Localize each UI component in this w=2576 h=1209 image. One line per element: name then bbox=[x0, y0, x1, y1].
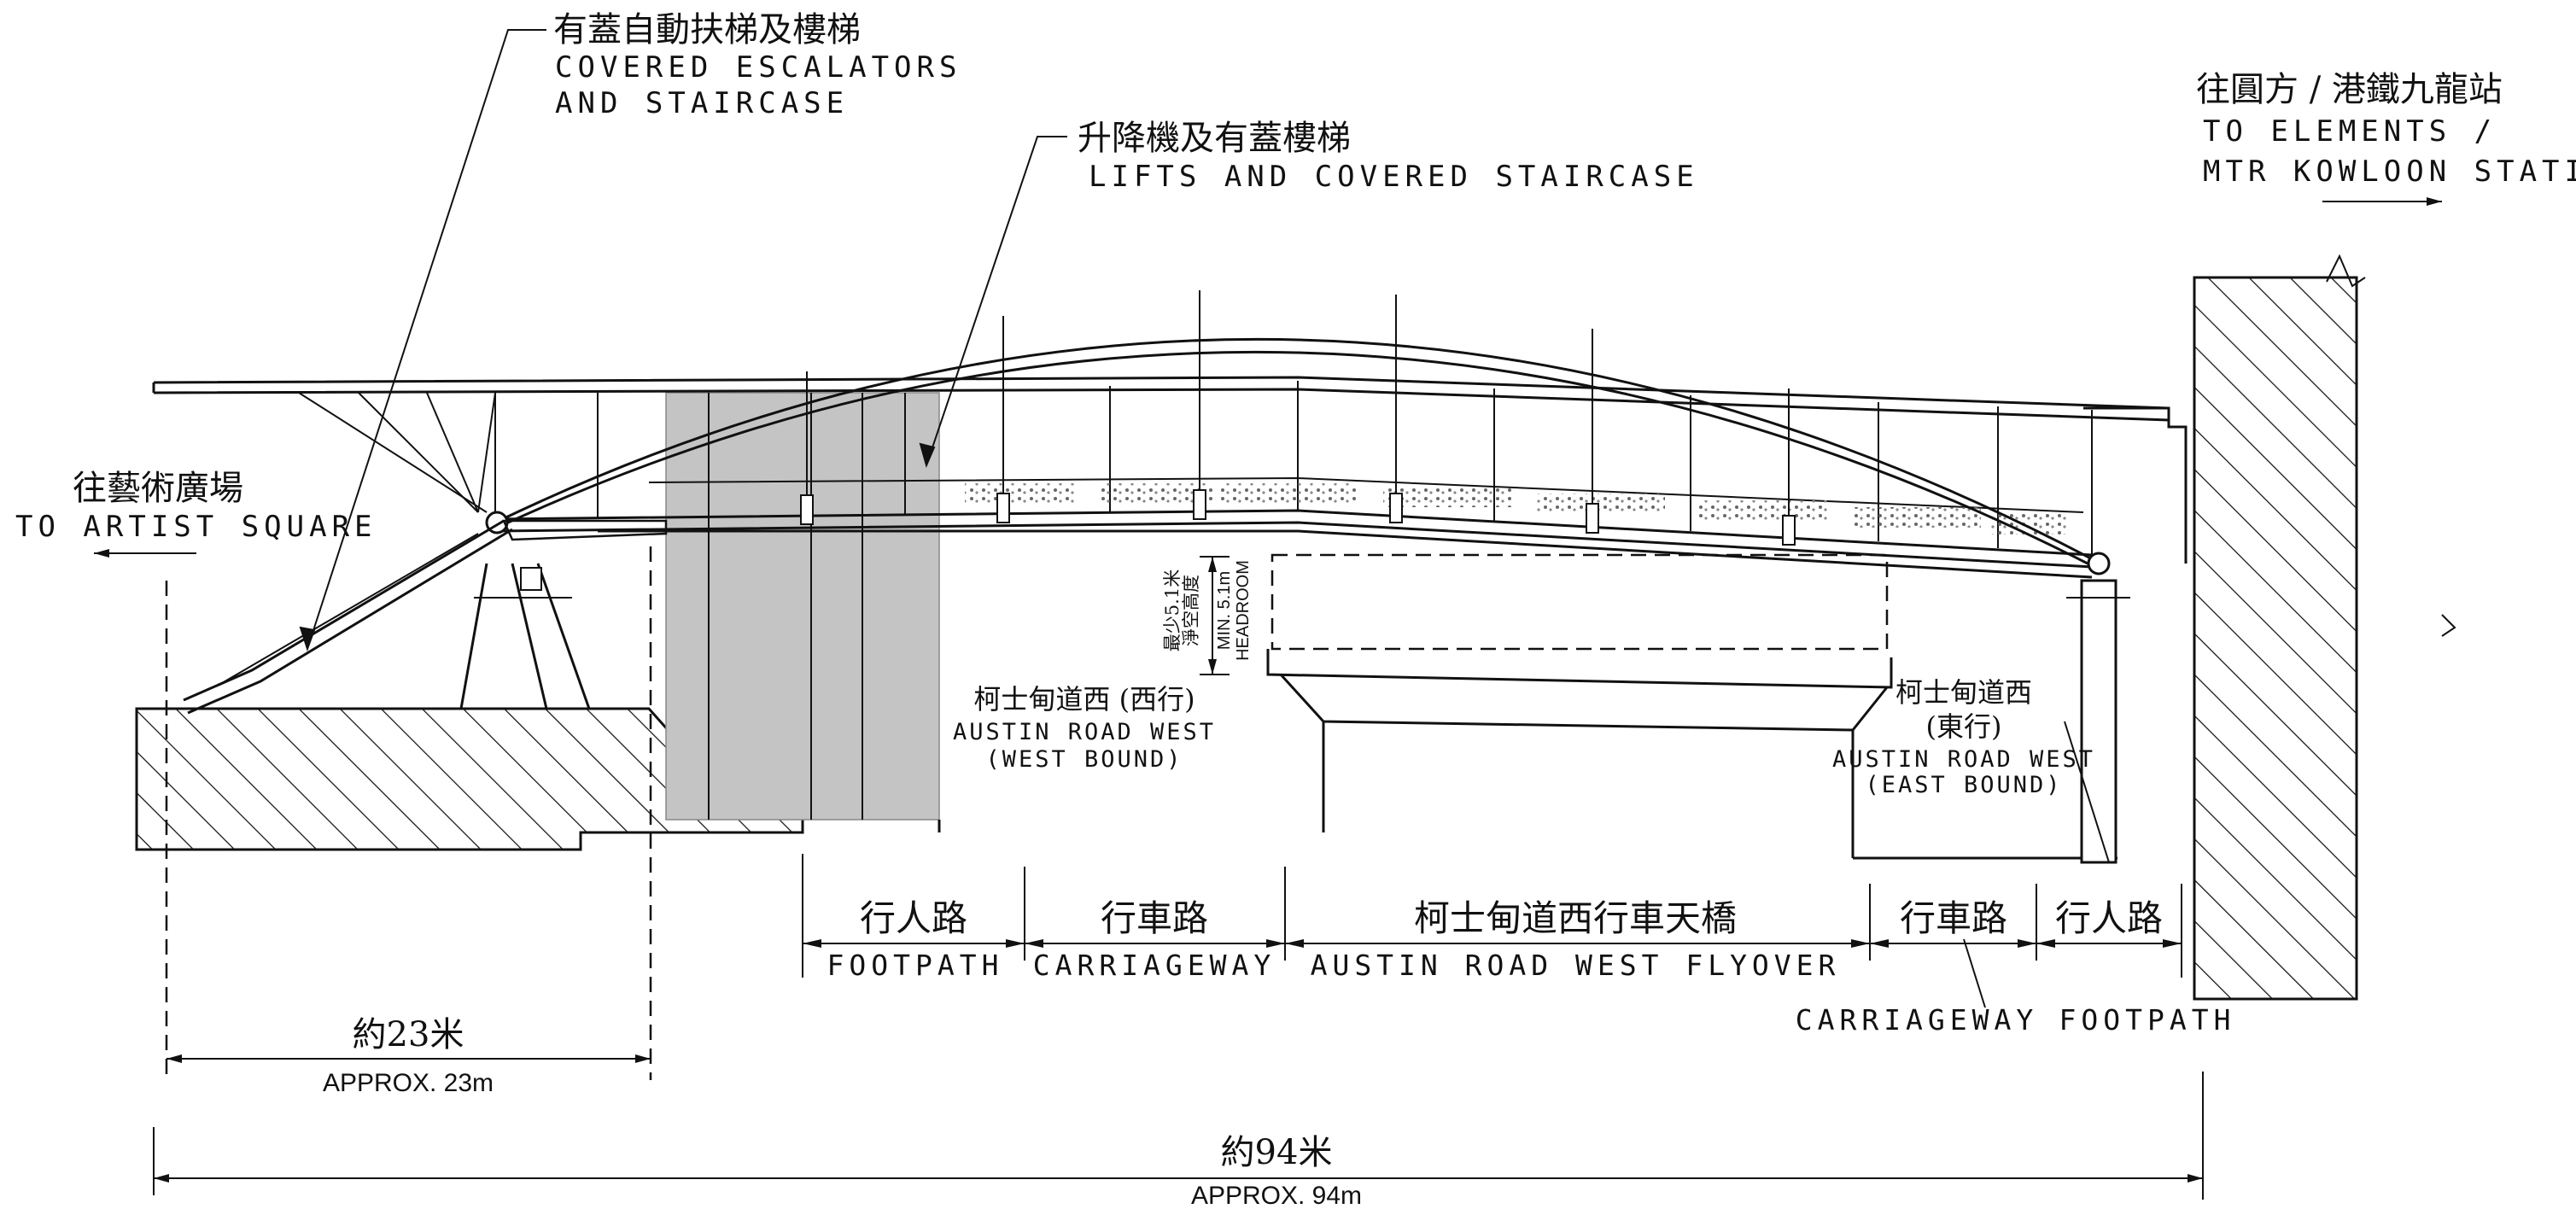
covered-escalator bbox=[183, 519, 668, 715]
eastbound-label-cn-2: (東行) bbox=[1926, 710, 2002, 743]
westbound-label-en-1: AUSTIN ROAD WEST bbox=[953, 719, 1216, 745]
dimension-94m-cn: 約94米 bbox=[1221, 1133, 1333, 1172]
lift-staircase-block bbox=[665, 392, 940, 821]
elements-label-cn: 往圓方 / 港鐵九龍站 bbox=[2196, 70, 2503, 109]
section-dimension-line bbox=[802, 854, 2182, 978]
westbound-label-cn: 柯士甸道西 (西行) bbox=[973, 683, 1195, 715]
eastbound-label-en-1: AUSTIN ROAD WEST bbox=[1832, 746, 2095, 773]
headroom-label-cn-2: 淨空高度 bbox=[1181, 575, 1201, 646]
carriageway-left-cn: 行車路 bbox=[1101, 897, 1208, 939]
escalators-label-en-1: COVERED ESCALATORS bbox=[555, 50, 961, 85]
flyover-cn: 柯士甸道西行車天橋 bbox=[1414, 897, 1737, 939]
headroom-label-en-2: HEADROOM bbox=[1234, 560, 1253, 661]
escalators-label-en-2: AND STAIRCASE bbox=[555, 86, 849, 120]
dimension-94m bbox=[153, 1072, 2204, 1200]
artist-square-label-en: TO ARTIST SQUARE bbox=[15, 510, 377, 544]
elements-label-en-1: TO ELEMENTS / bbox=[2203, 114, 2497, 149]
leader-lines bbox=[299, 29, 2110, 1008]
escalators-label-cn: 有蓋自動扶梯及樓梯 bbox=[553, 10, 861, 50]
elements-label-en-2: MTR KOWLOON STATION bbox=[2203, 155, 2576, 189]
headroom-label-en-1: MIN. 5.1m bbox=[1215, 571, 1234, 650]
headroom-label-cn-1: 最少5.1米 bbox=[1162, 569, 1183, 651]
dimension-23m-cn: 約23米 bbox=[353, 1015, 464, 1054]
flyover-structure bbox=[938, 553, 2117, 860]
eastbound-label-en-2: (EAST BOUND) bbox=[1865, 772, 2062, 798]
westbound-label-en-2: (WEST BOUND) bbox=[985, 746, 1183, 773]
footpath-right-cn: 行人路 bbox=[2055, 897, 2163, 939]
carriageway-left-en: CARRIAGEWAY bbox=[1033, 949, 1276, 982]
carriageway-right-cn: 行車路 bbox=[1900, 897, 2007, 939]
bridge-arch bbox=[485, 337, 2111, 575]
lifts-label-cn: 升降機及有蓋樓梯 bbox=[1078, 119, 1351, 158]
lifts-label-en: LIFTS AND COVERED STAIRCASE bbox=[1089, 160, 1699, 194]
right-retaining-wall bbox=[2193, 254, 2456, 1001]
headroom-dimension bbox=[1200, 556, 1230, 675]
flyover-en: AUSTIN ROAD WEST FLYOVER bbox=[1311, 949, 1841, 982]
arch-hangers bbox=[800, 290, 1796, 546]
dimension-94m-en: APPROX. 94m bbox=[1191, 1182, 1362, 1209]
eastbound-label-cn-1: 柯士甸道西 bbox=[1895, 676, 2032, 709]
right-pier bbox=[2066, 579, 2130, 864]
deck-planters bbox=[965, 483, 2066, 534]
carriageway-right-en: CARRIAGEWAY bbox=[1796, 1003, 2039, 1037]
footpath-left-en: FOOTPATH bbox=[827, 949, 1004, 982]
dimension-23m-en: APPROX. 23m bbox=[323, 1069, 494, 1097]
footpath-right-en: FOOTPATH bbox=[2059, 1003, 2236, 1037]
artist-square-label-cn: 往藝術廣場 bbox=[73, 469, 243, 508]
footpath-left-cn: 行人路 bbox=[860, 897, 967, 939]
